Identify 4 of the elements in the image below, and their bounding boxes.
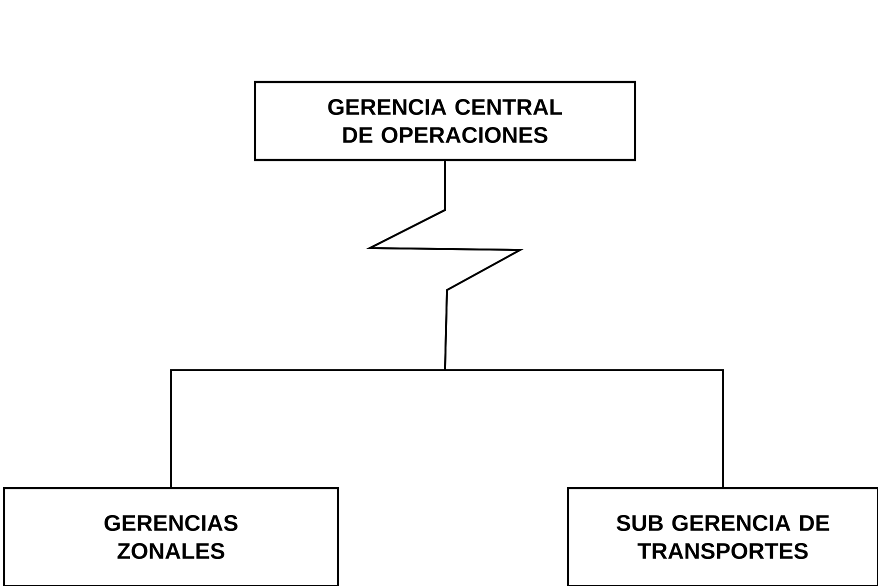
connector-line bbox=[366, 161, 724, 487]
org-box: GERENCIAS ZONALES bbox=[2, 486, 340, 586]
org-box: GERENCIA CENTRAL DE OPERACIONES bbox=[254, 80, 636, 162]
org-box: SUB GERENCIA DE TRANSPORTES bbox=[566, 486, 878, 586]
